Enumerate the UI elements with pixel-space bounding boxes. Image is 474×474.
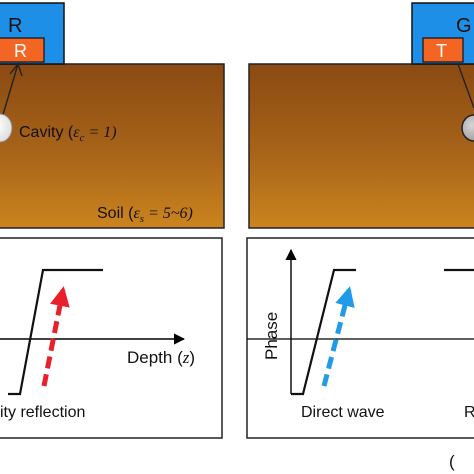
left-phase-curve (8, 268, 103, 396)
right-soil-panel: G T (248, 2, 474, 229)
left-soil-block (0, 63, 225, 229)
left-soil-panel: R R Cavity (εc = 1) Soil (εs = 5~6) (0, 2, 225, 229)
right-partial-label: R (464, 404, 474, 421)
right-cavity (461, 114, 474, 142)
left-gpr-label: R (8, 15, 22, 37)
left-receiver-label: R (14, 41, 27, 61)
right-soil-block (248, 63, 474, 229)
right-plot-frame (246, 237, 474, 439)
left-receiver-box (0, 37, 45, 63)
reflection-label: ity reflection (0, 404, 85, 421)
panel-tag: ( (449, 452, 455, 471)
left-signal-arrowhead (9, 62, 23, 77)
reflection-arrow (41, 286, 70, 387)
depth-axis-label: Depth (z) (127, 348, 195, 367)
direct-wave-label: Direct wave (301, 404, 385, 421)
right-signal-ray (457, 63, 474, 109)
phase-axis-label: Phase (262, 312, 281, 360)
cavity-label: Cavity (εc = 1) (19, 124, 117, 144)
right-phase-plot: Phase Direct wave R (246, 237, 474, 439)
soil-label: Soil (εs = 5~6) (97, 205, 193, 225)
right-transmitter-label: T (436, 41, 447, 61)
left-signal-ray (1, 63, 19, 119)
direct-wave-arrow (321, 286, 355, 387)
left-phase-plot: Depth (z) ity reflection (0, 237, 223, 439)
right-phase-curve (291, 268, 356, 396)
right-gpr-label: G (456, 15, 472, 37)
right-transmitter-box (422, 37, 464, 63)
left-cavity (0, 113, 13, 143)
